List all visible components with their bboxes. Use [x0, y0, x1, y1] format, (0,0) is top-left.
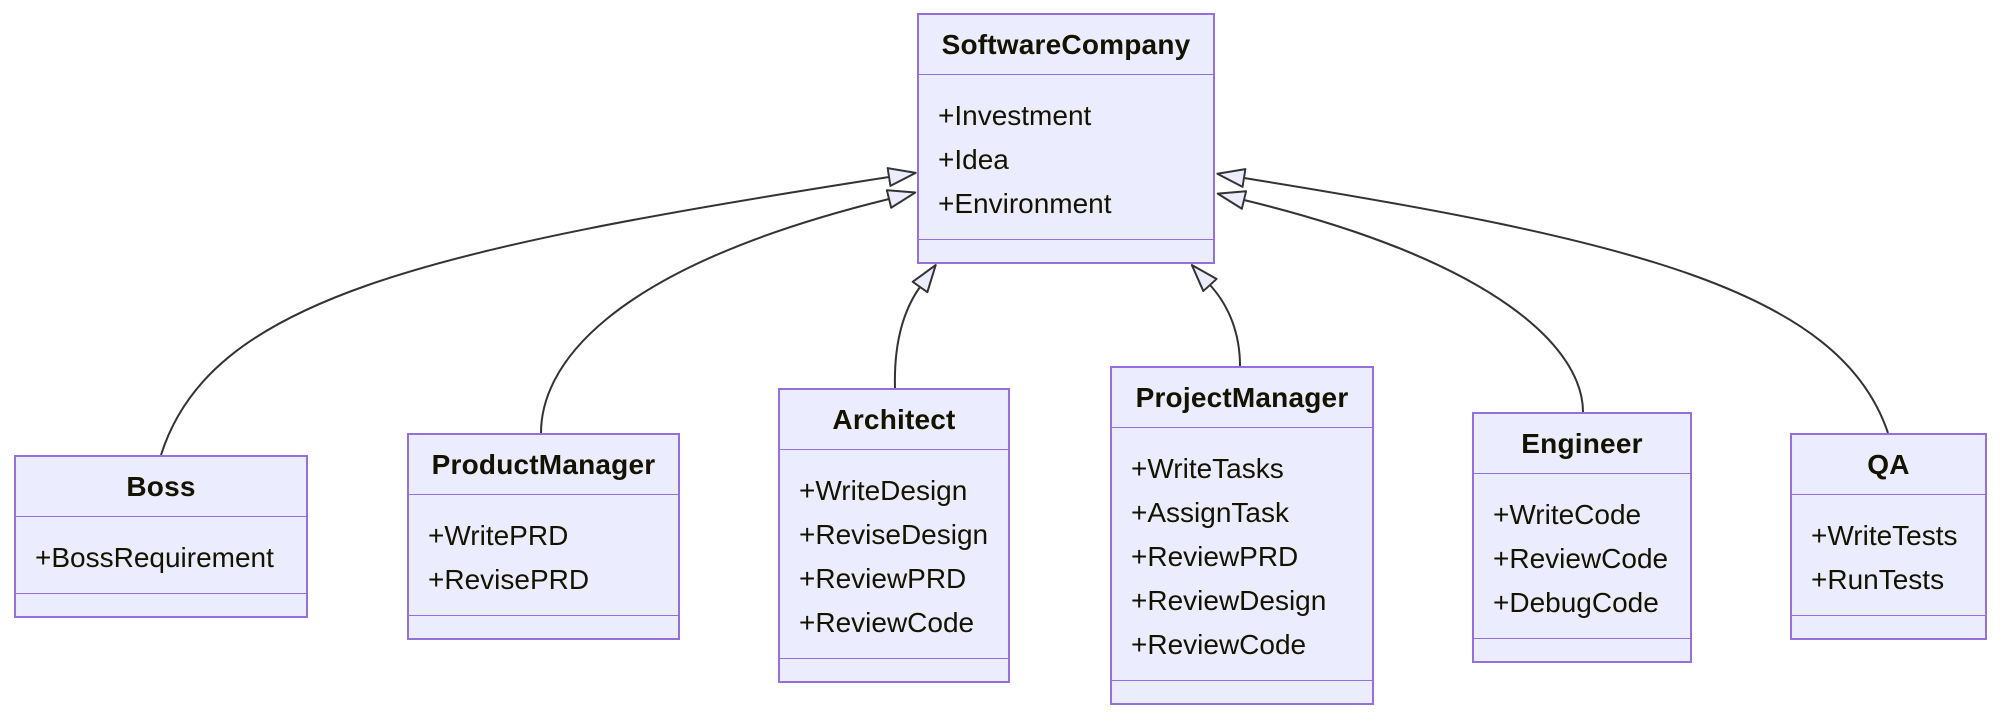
attribute: +WriteTests	[1811, 520, 1958, 551]
edge-boss-to-softwarecompany	[160, 167, 917, 456]
class-architect-title: Architect	[780, 390, 1008, 450]
class-engineer: Engineer +WriteCode +ReviewCode +DebugCo…	[1472, 412, 1692, 663]
class-engineer-methods-empty	[1474, 638, 1690, 661]
class-architect: Architect +WriteDesign +ReviseDesign +Re…	[778, 388, 1010, 683]
class-projectmanager: ProjectManager +WriteTasks +AssignTask +…	[1110, 366, 1374, 705]
attribute: +Environment	[938, 188, 1112, 219]
class-productmanager-methods-empty	[409, 615, 678, 638]
edge-architect-to-softwarecompany	[893, 264, 937, 389]
class-qa-attributes: +WriteTests +RunTests	[1792, 495, 1985, 615]
class-qa-methods-empty	[1792, 615, 1985, 638]
attribute: +RunTests	[1811, 564, 1945, 595]
edge-projectmanager-to-softwarecompany	[1190, 264, 1241, 367]
class-boss: Boss +BossRequirement	[14, 455, 308, 618]
attribute: +ReviewDesign	[1131, 585, 1327, 616]
attribute: +WritePRD	[428, 520, 569, 551]
attribute: +AssignTask	[1131, 497, 1289, 528]
attribute: +RevisePRD	[428, 564, 590, 595]
attribute: +BossRequirement	[35, 542, 274, 573]
class-architect-methods-empty	[780, 658, 1008, 681]
attribute: +ReviewCode	[1493, 543, 1669, 574]
edge-engineer-to-softwarecompany	[1216, 190, 1584, 413]
attribute: +ReviewPRD	[1131, 541, 1299, 572]
attribute: +Investment	[938, 100, 1092, 131]
class-qa: QA +WriteTests +RunTests	[1790, 433, 1987, 640]
class-boss-methods-empty	[16, 593, 306, 616]
class-engineer-attributes: +WriteCode +ReviewCode +DebugCode	[1474, 474, 1690, 638]
edge-productmanager-to-softwarecompany	[540, 189, 917, 434]
attribute: +WriteCode	[1493, 499, 1642, 530]
class-projectmanager-methods-empty	[1112, 680, 1372, 703]
class-softwarecompany-methods-empty	[919, 239, 1213, 262]
class-projectmanager-title: ProjectManager	[1112, 368, 1372, 428]
class-engineer-title: Engineer	[1474, 414, 1690, 474]
class-softwarecompany: SoftwareCompany +Investment +Idea +Envir…	[917, 13, 1215, 264]
class-boss-title: Boss	[16, 457, 306, 517]
class-qa-title: QA	[1792, 435, 1985, 495]
class-productmanager-title: ProductManager	[409, 435, 678, 495]
edge-qa-to-softwarecompany	[1216, 168, 1889, 434]
class-productmanager: ProductManager +WritePRD +RevisePRD	[407, 433, 680, 640]
attribute: +Idea	[938, 144, 1009, 175]
class-projectmanager-attributes: +WriteTasks +AssignTask +ReviewPRD +Revi…	[1112, 428, 1372, 680]
attribute: +ReviewCode	[1131, 629, 1307, 660]
attribute: +ReviseDesign	[799, 519, 989, 550]
attribute: +WriteTasks	[1131, 453, 1284, 484]
attribute: +ReviewCode	[799, 607, 975, 638]
class-softwarecompany-title: SoftwareCompany	[919, 15, 1213, 75]
attribute: +WriteDesign	[799, 475, 968, 506]
class-boss-attributes: +BossRequirement	[16, 517, 306, 593]
class-architect-attributes: +WriteDesign +ReviseDesign +ReviewPRD +R…	[780, 450, 1008, 658]
attribute: +ReviewPRD	[799, 563, 967, 594]
attribute: +DebugCode	[1493, 587, 1659, 618]
class-softwarecompany-attributes: +Investment +Idea +Environment	[919, 75, 1213, 239]
class-productmanager-attributes: +WritePRD +RevisePRD	[409, 495, 678, 615]
